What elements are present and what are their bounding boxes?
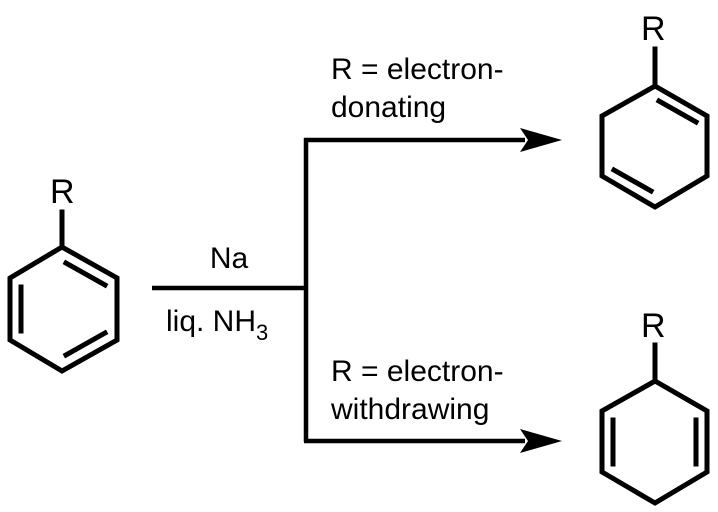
product-electron-withdrawing: R [599,307,710,506]
branch-2-arrowhead-icon [520,429,562,453]
branch-2-condition-line1: R = electron- [331,355,504,388]
reactant-ring [7,243,120,374]
reactant-double-bond-2 [62,329,109,359]
branch-electron-donating: R = electron- donating [304,53,562,152]
product-1-double-bond-2 [610,166,655,195]
reactant-substituent-r: R [50,173,75,211]
solvent-text: liq. NH [166,305,256,338]
reactant-double-bond-1 [62,259,109,289]
branch-1-arrowhead-icon [520,128,562,152]
solvent-label: liq. NH3 [166,305,268,345]
product-2-substituent-r: R [641,307,666,345]
solvent-subscript: 3 [256,320,268,345]
branch-2-condition-line2: withdrawing [330,393,489,426]
product-2-ring [599,377,710,506]
branch-1-condition-line1: R = electron- [331,53,504,86]
product-1-ring [599,82,710,210]
product-electron-donating: R [599,10,710,210]
branch-electron-withdrawing: R = electron- withdrawing [304,355,562,453]
reaction-conditions: Na liq. NH3 [152,242,308,345]
reagent-label: Na [210,242,249,275]
branch-1-condition-line2: donating [331,91,446,124]
reactant-benzene: R [7,173,120,374]
product-1-substituent-r: R [641,10,666,48]
product-1-double-bond-1 [655,97,700,126]
